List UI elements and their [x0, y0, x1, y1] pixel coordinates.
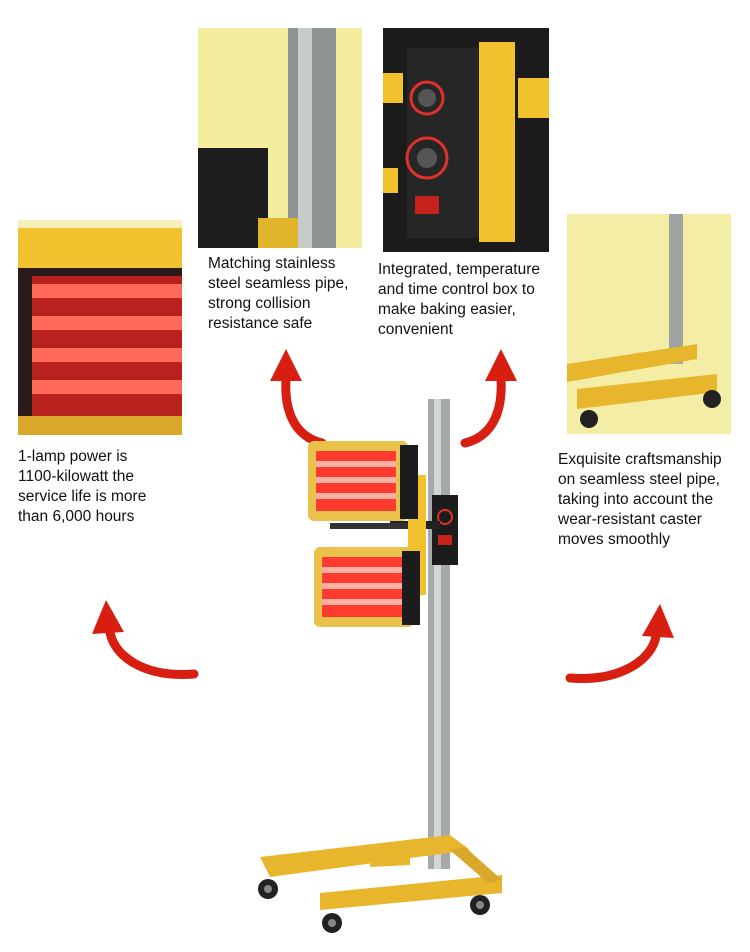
lamp-caption: 1-lamp power is 1100-kilowatt the servic…: [18, 448, 147, 525]
heater-lamp-icon: [18, 220, 182, 435]
curved-arrow-icon: [460, 349, 517, 448]
control-box-panel: [383, 28, 549, 252]
curved-arrow-icon: [270, 349, 327, 448]
control-box-icon: [383, 28, 549, 252]
control-caption: Integrated, temperature and time control…: [378, 261, 540, 338]
pipe-caption: Matching stainless steel seamless pipe, …: [208, 255, 349, 332]
base-closeup-panel: [567, 214, 731, 434]
lamp-closeup-panel: [18, 220, 182, 435]
base-caption: Exquisite craftsmanship on seamless stee…: [558, 451, 722, 548]
pipe-closeup-panel: [198, 28, 362, 248]
infrared-curing-lamp-illustration: [258, 399, 502, 933]
steel-pipe-icon: [198, 28, 362, 248]
curved-arrow-icon: [565, 604, 674, 683]
caster-wheel-icon: [567, 214, 731, 434]
curved-arrow-icon: [92, 600, 199, 679]
